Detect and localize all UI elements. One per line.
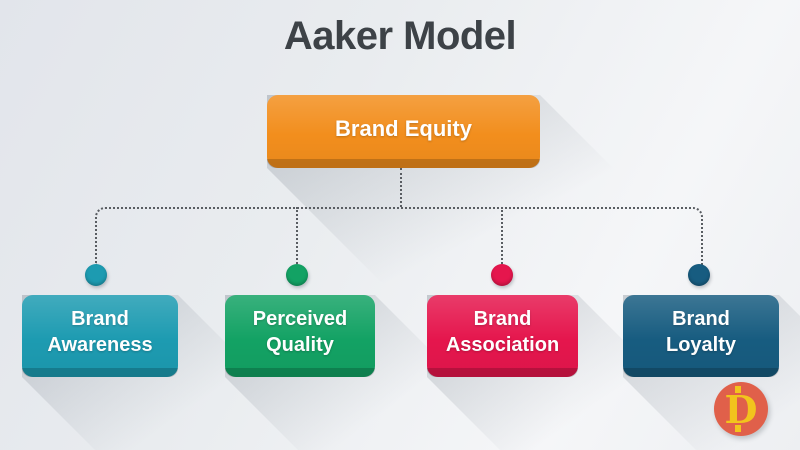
node-label-line: Loyalty	[665, 334, 737, 356]
node-brand-association: Brand Association	[427, 295, 578, 377]
node-bottom-edge	[267, 159, 540, 168]
connector-dot-brand-loyalty	[688, 264, 710, 286]
connector-dot-brand-awareness	[85, 264, 107, 286]
logo-letter-d: D	[724, 386, 758, 432]
node-label-line: Brand	[672, 307, 730, 330]
site-logo-coin: D	[714, 382, 768, 436]
page-title: Aaker Model	[283, 14, 517, 58]
logo-tick-bottom	[735, 425, 741, 432]
node-brand-awareness: Brand Awareness	[22, 295, 178, 377]
node-brand-loyalty: Brand Loyalty	[623, 295, 779, 377]
node-bottom-edge	[427, 368, 578, 377]
root-node-label: Brand Equity	[335, 115, 472, 141]
node-label-line: Association	[445, 334, 560, 356]
node-label-line: Perceived	[252, 307, 348, 330]
node-label-line: Awareness	[47, 334, 153, 356]
connector-stem-perceived-quality	[296, 207, 298, 264]
logo-tick-top	[735, 386, 741, 393]
connector-root-stem	[400, 168, 402, 207]
node-label-line: Quality	[266, 334, 334, 356]
root-node-brand-equity: Brand Equity	[267, 95, 540, 168]
node-bottom-edge	[22, 368, 178, 377]
node-perceived-quality: Perceived Quality	[225, 295, 375, 377]
connector-tree-frame	[95, 207, 703, 266]
connector-dot-brand-association	[491, 264, 513, 286]
node-label-line: Brand	[71, 307, 129, 330]
node-label-line: Brand	[473, 307, 532, 330]
node-bottom-edge	[623, 368, 779, 377]
connector-stem-brand-association	[501, 207, 503, 264]
connector-dot-perceived-quality	[286, 264, 308, 286]
node-bottom-edge	[225, 368, 375, 377]
